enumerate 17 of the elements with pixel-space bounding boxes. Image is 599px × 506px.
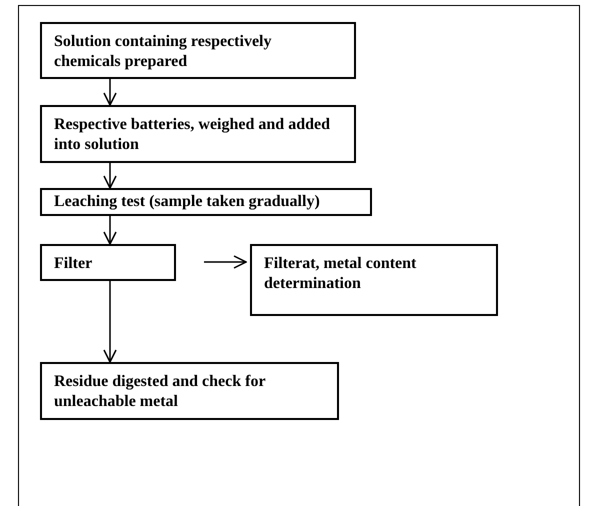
process-box (40, 105, 356, 163)
process-box (250, 244, 498, 316)
step-text: Respective batteries, weighed and added into solution (54, 115, 331, 155)
arrow (103, 281, 117, 363)
step-text: Filterat, metal content determination (264, 254, 418, 294)
step-text: Residue digested and check for unleachable metal (54, 372, 266, 412)
arrow (204, 255, 247, 269)
process-box (40, 188, 372, 216)
step-text: Leaching test (sample taken gradually) (54, 192, 320, 212)
arrow (103, 79, 117, 106)
process-box (40, 22, 356, 79)
process-box (40, 362, 339, 420)
step-text: Filter (54, 254, 92, 274)
arrow (103, 216, 117, 245)
step-text: Solution containing respectively chemicals prepared (54, 32, 272, 72)
arrow (103, 163, 117, 189)
process-box (40, 244, 176, 281)
